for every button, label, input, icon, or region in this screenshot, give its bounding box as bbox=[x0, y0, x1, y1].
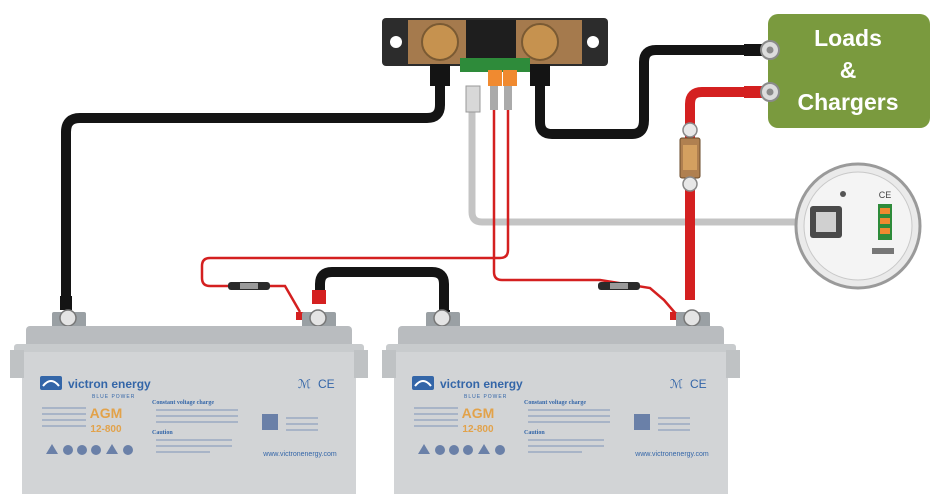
battery-left-negative-terminal bbox=[52, 296, 86, 330]
battery-right-cert-mark: ℳ bbox=[670, 377, 683, 391]
battery-monitor: CE bbox=[794, 162, 922, 290]
battery-right-warning-icons bbox=[418, 444, 505, 455]
inline-fuse-left bbox=[228, 282, 270, 290]
battery-right-brand-logo bbox=[412, 376, 434, 390]
negative-cable-to-battery bbox=[61, 72, 445, 298]
battery-right-tagline: BLUE POWER bbox=[464, 394, 507, 400]
sense-wire-left bbox=[200, 110, 510, 313]
battery-left-brand-logo bbox=[40, 376, 62, 390]
monitor-ce-mark: CE bbox=[879, 190, 892, 200]
battery-shunt bbox=[382, 18, 608, 113]
battery-right-positive-terminal bbox=[670, 309, 710, 330]
battery-left: victron energy BLUE POWER AGM 12-800 Con… bbox=[10, 290, 368, 494]
battery-right-model: AGM bbox=[462, 405, 495, 421]
battery-right-recycle-icon bbox=[634, 414, 650, 430]
battery-left-rating: 12-800 bbox=[90, 424, 122, 435]
loads-positive-terminal bbox=[744, 82, 780, 102]
battery-left-section2: Caution bbox=[152, 430, 173, 436]
loads-negative-terminal bbox=[744, 40, 780, 60]
loads-label-line2: & bbox=[840, 57, 857, 83]
battery-left-fine-print bbox=[42, 407, 318, 453]
battery-left-positive-terminal bbox=[296, 290, 336, 330]
positive-cable-to-loads bbox=[685, 87, 760, 300]
inline-fuse-right bbox=[598, 282, 640, 290]
battery-right-fine-print bbox=[414, 407, 690, 453]
battery-left-model: AGM bbox=[90, 405, 123, 421]
battery-left-cert-mark: ℳ bbox=[298, 377, 311, 391]
battery-right-ce-mark: CE bbox=[690, 377, 707, 391]
battery-interconnect-cable bbox=[315, 267, 449, 312]
main-fuse bbox=[679, 122, 701, 192]
battery-left-brand: victron energy bbox=[68, 377, 151, 391]
battery-left-tagline: BLUE POWER bbox=[92, 394, 135, 400]
battery-left-recycle-icon bbox=[262, 414, 278, 430]
battery-left-section1: Constant voltage charge bbox=[152, 400, 214, 406]
battery-left-warning-icons bbox=[46, 444, 133, 455]
battery-left-website: www.victronenergy.com bbox=[262, 451, 337, 458]
monitor-data-cable bbox=[468, 106, 816, 226]
sense-wire-right bbox=[492, 110, 677, 315]
battery-right-website: www.victronenergy.com bbox=[634, 451, 709, 458]
battery-right-section2: Caution bbox=[524, 430, 545, 436]
battery-left-ce-mark: CE bbox=[318, 377, 335, 391]
loads-label-line1: Loads bbox=[814, 25, 882, 51]
battery-right-negative-terminal bbox=[426, 309, 460, 330]
battery-right-rating: 12-800 bbox=[462, 424, 494, 435]
battery-right: victron energy BLUE POWER AGM 12-800 Con… bbox=[382, 309, 740, 494]
battery-right-brand: victron energy bbox=[440, 377, 523, 391]
loads-chargers-box: Loads & Chargers bbox=[768, 14, 930, 128]
battery-right-section1: Constant voltage charge bbox=[524, 400, 586, 406]
loads-label-line3: Chargers bbox=[798, 89, 899, 115]
negative-cable-to-loads bbox=[535, 45, 760, 139]
